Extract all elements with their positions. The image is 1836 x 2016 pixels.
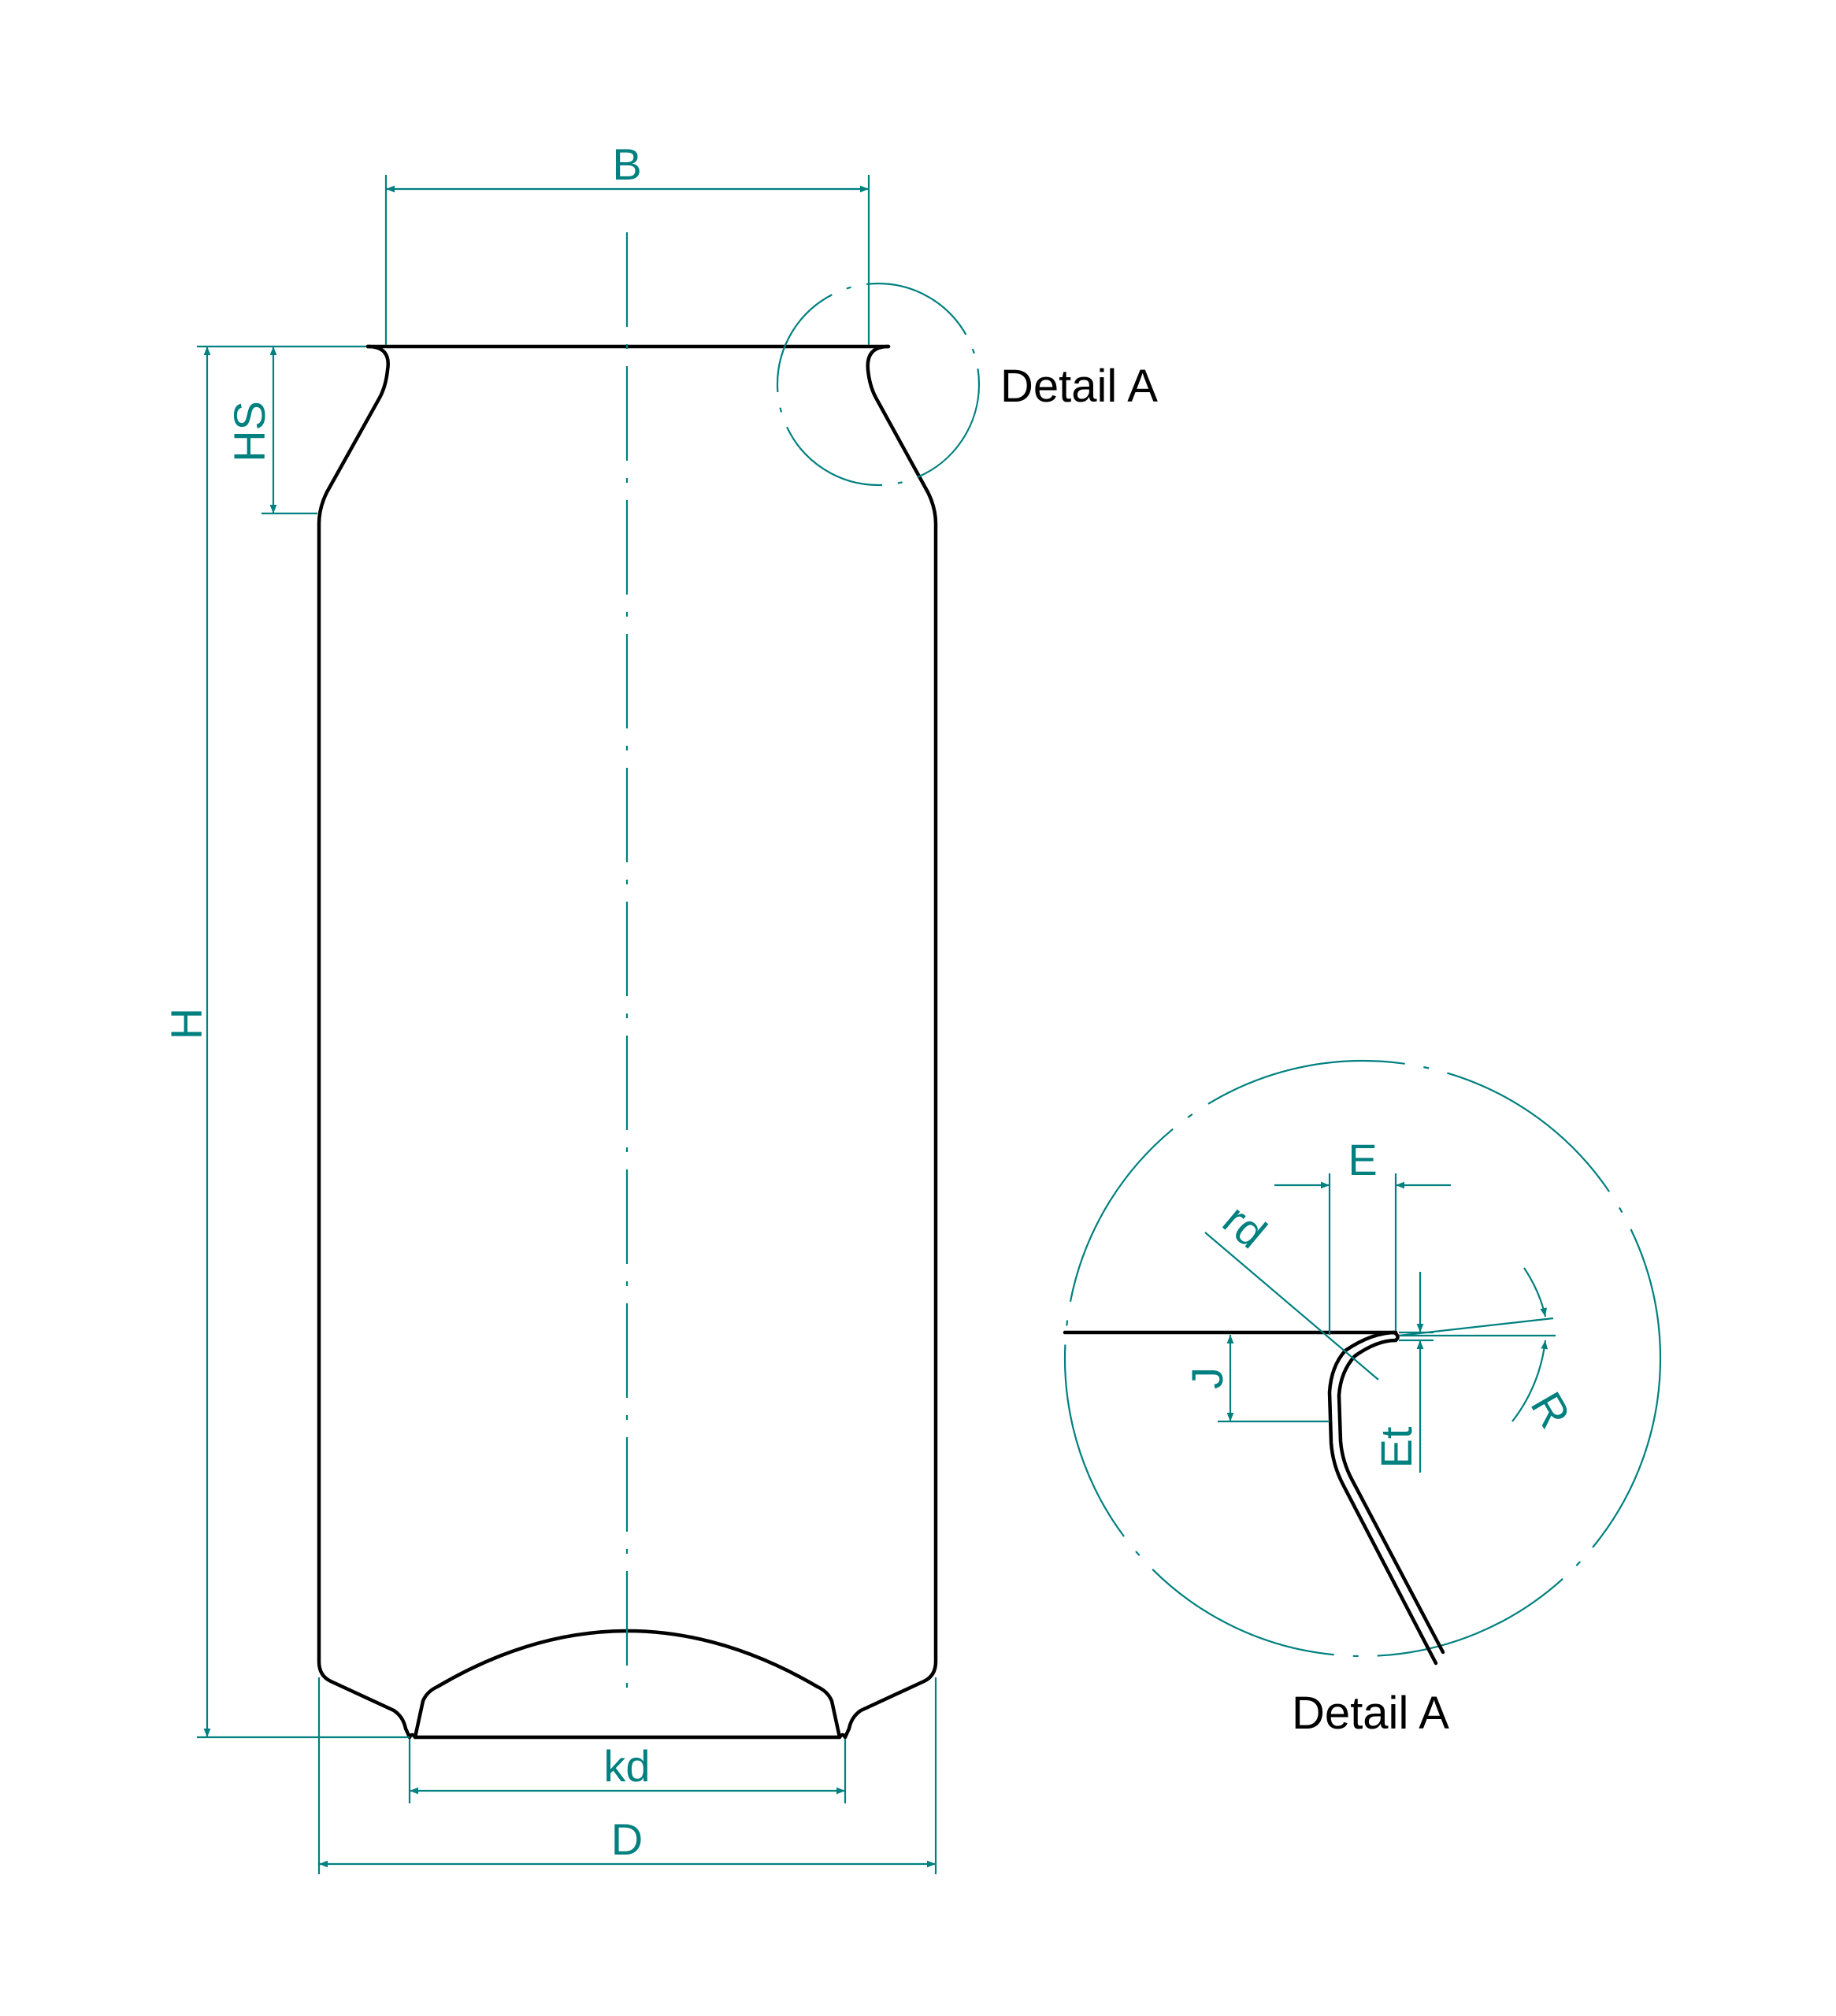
label-h: H <box>161 1008 211 1040</box>
detail-a-view: E rd J Et R Detail A <box>1063 1059 1662 1739</box>
label-d: D <box>611 1814 643 1864</box>
can-bottom-foot <box>407 1732 848 1740</box>
detail-wall-profile <box>1063 1330 1445 1666</box>
can-left-wall <box>317 344 412 1740</box>
dim-r-arc-lower <box>1511 1340 1549 1422</box>
dim-r-ext-angled <box>1398 1317 1554 1337</box>
detail-dimensions <box>1204 1173 1556 1473</box>
detail-a-boundary-circle <box>1063 1059 1662 1658</box>
detail-a-callout-circle <box>776 282 981 487</box>
detail-a-callout-label: Detail A <box>1000 361 1158 412</box>
label-kd: kd <box>603 1741 650 1791</box>
dimension-labels-main: B HS H kd D <box>161 139 651 1864</box>
dim-r-arc-upper <box>1523 1267 1547 1317</box>
label-j: J <box>1182 1367 1232 1389</box>
detail-dimension-labels: E rd J Et R <box>1182 1135 1580 1468</box>
detail-a-caption: Detail A <box>1292 1688 1449 1739</box>
can-right-wall <box>843 344 938 1740</box>
label-b: B <box>612 139 641 189</box>
dimensions-main <box>197 175 981 1874</box>
label-et: Et <box>1371 1426 1421 1468</box>
label-e: E <box>1348 1135 1377 1184</box>
dim-rd-leader <box>1204 1232 1379 1380</box>
label-hs: HS <box>224 401 274 462</box>
